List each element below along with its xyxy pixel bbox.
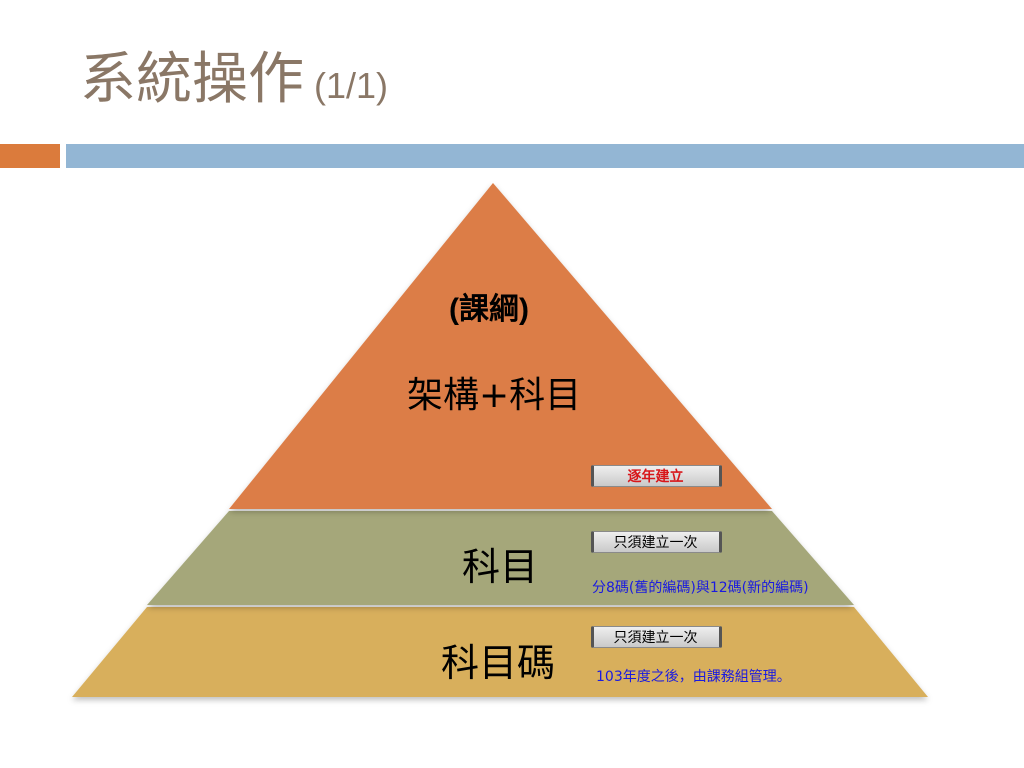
header-accent-bar: [0, 144, 60, 168]
build-once-button-subject[interactable]: 只須建立一次: [591, 531, 722, 553]
title-page-indicator: (1/1): [314, 65, 389, 106]
subject-code-note: 分8碼(舊的編碼)與12碼(新的編碼): [592, 580, 809, 596]
slide-title: 系統操作(1/1): [80, 40, 388, 120]
title-main: 系統操作: [80, 47, 304, 112]
build-yearly-button[interactable]: 逐年建立: [591, 465, 722, 487]
tier-middle-label: 科目: [462, 545, 539, 589]
management-note: 103年度之後，由課務組管理。: [596, 669, 791, 685]
tier-bottom-label: 科目碼: [441, 641, 556, 685]
tier-top-label-structure: 架構+科目: [407, 375, 582, 416]
build-once-button-subject-code[interactable]: 只須建立一次: [591, 626, 722, 648]
tier-top-label-curriculum: (課綱): [449, 293, 529, 326]
pyramid-tier-top: [229, 183, 772, 509]
header-divider-bar: [66, 144, 1024, 168]
